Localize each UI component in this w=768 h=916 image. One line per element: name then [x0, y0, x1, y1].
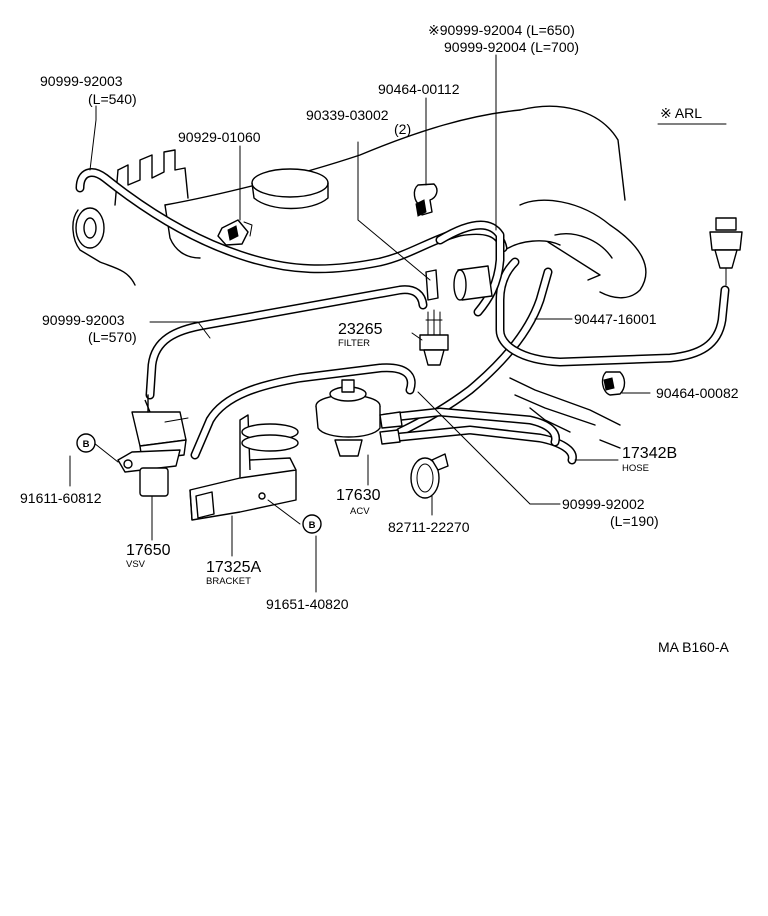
vacuum-sensor: [709, 217, 743, 286]
band-clamp: [410, 453, 449, 499]
part-labels: ※90999-92004 (L=650) 90999-92004 (L=700)…: [20, 22, 739, 655]
hose-clamp-00082: [601, 371, 626, 396]
label-hose-540-part: 90999-92003: [40, 73, 123, 89]
bolt-left-marker-circle: [76, 433, 96, 453]
leader-lines: [69, 54, 651, 593]
label-bolt-left-part: 91611-60812: [20, 490, 102, 506]
label-filter-part: 23265: [338, 321, 383, 338]
label-check-valve-qty: (2): [394, 121, 411, 137]
label-clip-01060: 90929-01060: [178, 129, 261, 145]
label-bracket-name: BRACKET: [206, 576, 251, 587]
label-hose-assy-name: HOSE: [622, 463, 649, 474]
label-vsv-name: VSV: [126, 559, 146, 570]
label-bolt-left-marker: B: [83, 439, 90, 450]
label-check-valve: 90339-03002: [306, 107, 389, 123]
hose-clamp-00112: [413, 183, 438, 217]
label-hose-650: ※90999-92004 (L=650): [428, 22, 575, 38]
filter: [419, 309, 449, 366]
label-acv-name: ACV: [350, 506, 370, 517]
label-filter-name: FILTER: [338, 338, 370, 349]
bracket: [189, 414, 299, 521]
label-bolt-right-part: 91651-40820: [266, 596, 349, 612]
label-clamp-22270: 82711-22270: [388, 519, 470, 535]
clip-01060: [217, 219, 253, 246]
hoses: [75, 168, 730, 465]
label-hose-190-len: (L=190): [610, 513, 659, 529]
label-vsv-part: 17650: [126, 542, 171, 559]
label-hose-190-part: 90999-92002: [562, 496, 645, 512]
label-bolt-right-marker: B: [309, 520, 316, 531]
label-hose-assy-part: 17342B: [622, 445, 677, 462]
label-hose-16001: 90447-16001: [574, 311, 657, 327]
label-hose-700: 90999-92004 (L=700): [444, 39, 579, 55]
label-clamp-00112: 90464-00112: [378, 81, 460, 97]
label-bracket-part: 17325A: [206, 559, 261, 576]
engine-outline: [72, 105, 647, 449]
label-diagram-code: MA B160-A: [658, 639, 729, 655]
acv-valve: [315, 379, 403, 457]
label-hose-570-part: 90999-92003: [42, 312, 125, 328]
check-valve: [425, 265, 493, 301]
vsv-valve: [117, 394, 189, 497]
label-hose-540-len: (L=540): [88, 91, 137, 107]
label-acv-part: 17630: [336, 487, 381, 504]
label-clamp-00082: 90464-00082: [656, 385, 739, 401]
label-hose-570-len: (L=570): [88, 329, 137, 345]
bolt-right-marker-circle: [302, 514, 322, 534]
label-arl: ※ ARL: [660, 105, 702, 121]
